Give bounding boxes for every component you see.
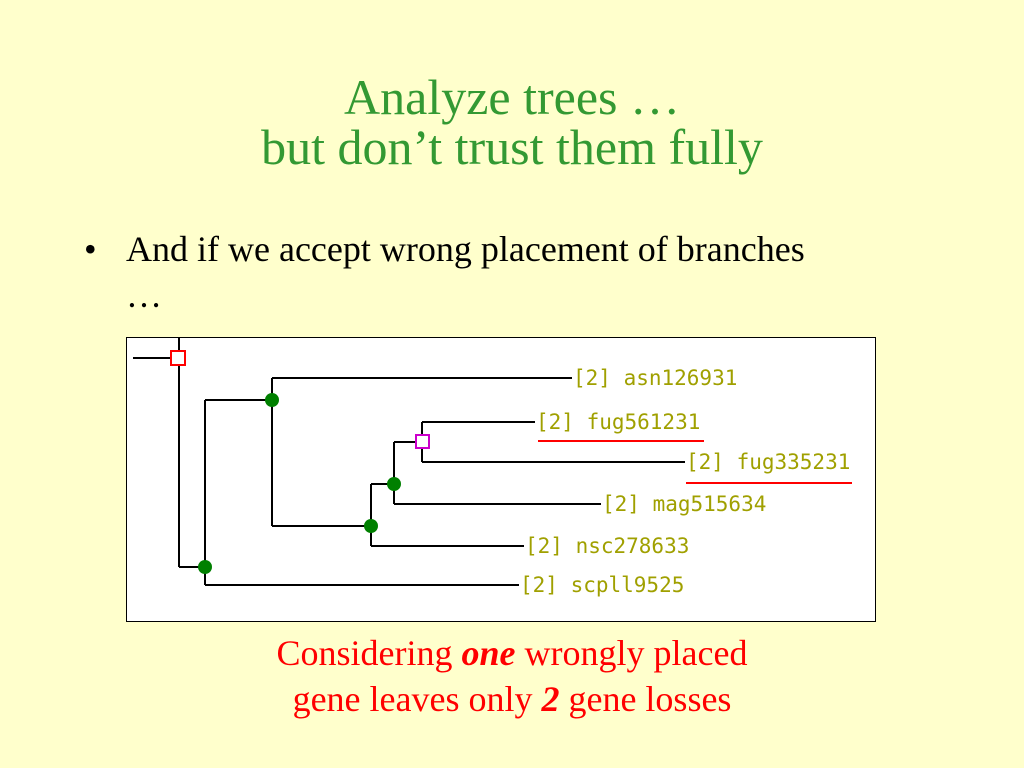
duplication-node-root (170, 350, 186, 366)
gene-tree-diagram: [2] asn126931 [2] fug561231 [2] fug33523… (133, 338, 852, 597)
tree-nodes (170, 350, 430, 574)
caption-line-1-end: wrongly placed (515, 633, 748, 673)
caption-line-2-start: gene leaves only (292, 679, 542, 719)
caption-line-1: Considering one wrongly placed (0, 630, 1024, 676)
caption-line-2: gene leaves only 2 gene losses (0, 676, 1024, 722)
leaf-label-nsc278633: [2] nsc278633 (525, 534, 689, 558)
leaf-label-scpll9525: [2] scpll9525 (520, 573, 684, 597)
bullet-text: And if we accept wrong placement of bran… (126, 229, 805, 315)
leaf-labels: [2] asn126931 [2] fug561231 [2] fug33523… (520, 366, 850, 597)
speciation-node-a (198, 560, 212, 574)
speciation-node-c (364, 519, 378, 533)
gene-tree-panel: [2] asn126931 [2] fug561231 [2] fug33523… (126, 337, 876, 622)
caption-emphasis-two: 2 (541, 679, 560, 719)
caption-line-1-start: Considering (276, 633, 462, 673)
speciation-node-d (387, 477, 401, 491)
title-line-2: but don’t trust them fully (261, 119, 763, 175)
leaf-label-asn126931: [2] asn126931 (573, 366, 737, 390)
speciation-node-b (265, 393, 279, 407)
wrong-placement-underlines (538, 440, 852, 484)
caption: Considering one wrongly placed gene leav… (0, 630, 1024, 722)
leaf-label-fug335231: [2] fug335231 (686, 450, 850, 474)
title-line-1: Analyze trees … (344, 69, 680, 125)
slide-title: Analyze trees … but don’t trust them ful… (0, 72, 1024, 172)
leaf-label-mag515634: [2] mag515634 (602, 492, 766, 516)
caption-emphasis-one: one (461, 633, 516, 673)
duplication-node-inner (415, 434, 430, 449)
bullet-dot: • (84, 229, 97, 269)
caption-line-2-end: gene losses (559, 679, 732, 719)
leaf-label-fug561231: [2] fug561231 (536, 410, 700, 434)
